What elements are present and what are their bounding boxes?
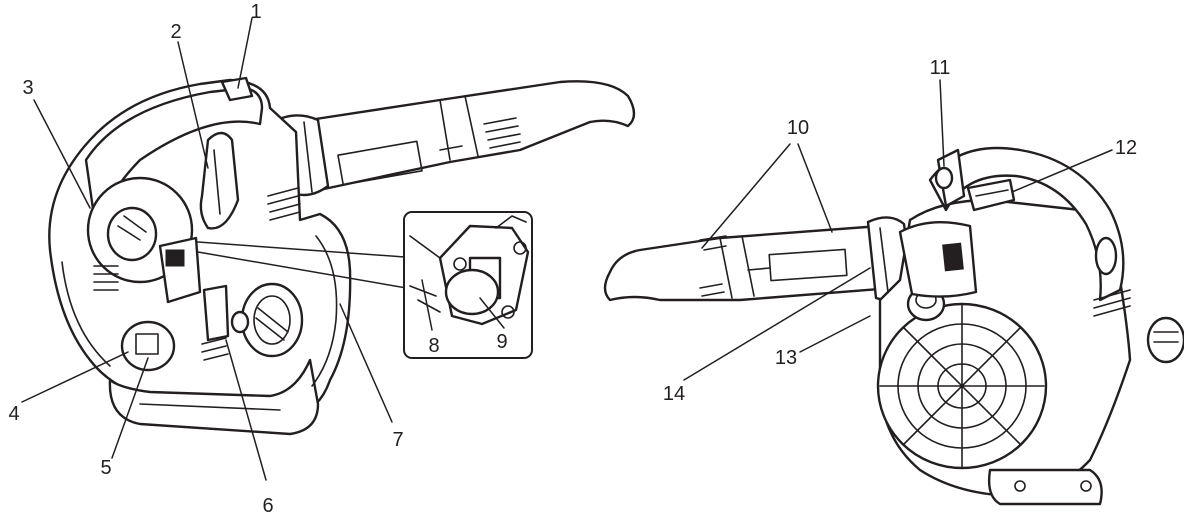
right-blow-tube (603, 216, 914, 302)
blower-rear-view (603, 146, 1184, 506)
callout-5: 5 (100, 457, 111, 479)
callout-8: 8 (428, 335, 439, 357)
leader-lines (21, 17, 1113, 481)
carburetor-inset (403, 211, 533, 359)
callout-4: 4 (8, 403, 19, 425)
right-engine-body (876, 146, 1184, 506)
callout-1: 1 (250, 1, 261, 23)
callout-7: 7 (392, 429, 403, 451)
callout-6: 6 (262, 495, 273, 517)
callout-12: 12 (1115, 137, 1137, 159)
callout-labels: 1 2 3 4 5 6 7 8 9 10 11 12 13 14 (8, 1, 1137, 517)
callout-13: 13 (775, 347, 797, 369)
left-blow-tube (280, 80, 636, 197)
callout-14: 14 (663, 383, 685, 405)
callout-3: 3 (22, 77, 33, 99)
left-engine-body (48, 76, 352, 436)
callout-11: 11 (930, 57, 951, 79)
inset-connector-upper (197, 241, 419, 259)
callout-10: 10 (787, 117, 809, 139)
callout-9: 9 (496, 331, 507, 353)
callout-2: 2 (170, 21, 181, 43)
blower-front-view (48, 76, 636, 436)
inset-connector-lower (197, 251, 419, 291)
